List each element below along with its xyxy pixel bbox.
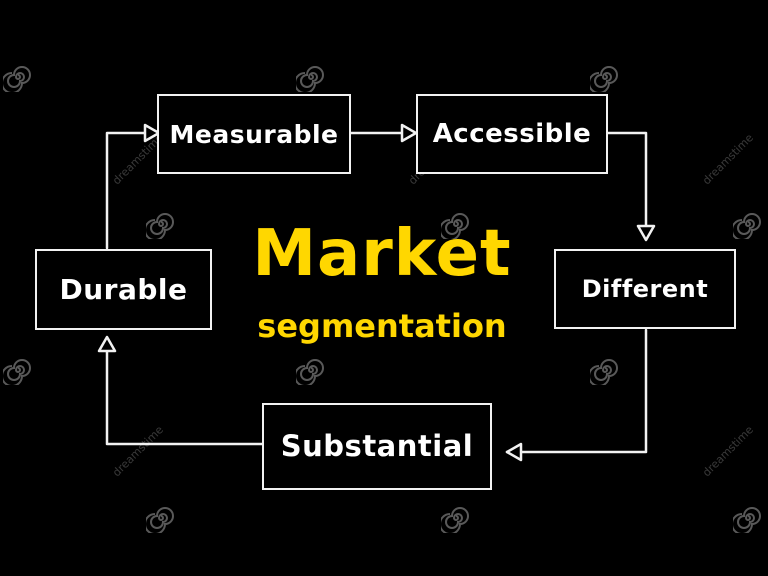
arrowhead-down-icon xyxy=(636,224,656,242)
watermark-spiral-icon xyxy=(590,66,618,92)
connector-accessible-to-different xyxy=(606,131,648,228)
connector-substantial-to-durable xyxy=(105,345,264,446)
watermark-spiral-icon xyxy=(146,507,174,533)
watermark-spiral-icon xyxy=(441,507,469,533)
arrowhead-up-icon xyxy=(97,335,117,353)
connector-durable-to-measurable xyxy=(105,131,147,250)
node-measurable: Measurable xyxy=(157,94,351,174)
arrowhead-left-icon xyxy=(505,442,523,462)
watermark-spiral-icon xyxy=(733,507,761,533)
node-accessible-label: Accessible xyxy=(432,119,592,149)
watermark-spiral-icon xyxy=(3,66,31,92)
connector-different-to-substantial xyxy=(505,328,648,454)
node-durable-label: Durable xyxy=(59,272,188,306)
diagram-subtitle: segmentation xyxy=(257,307,507,345)
node-different-label: Different xyxy=(581,275,709,303)
watermark-spiral-icon xyxy=(441,213,469,239)
diagram-title: Market xyxy=(252,217,512,291)
watermark-spiral-icon xyxy=(733,213,761,239)
watermark-spiral-icon xyxy=(296,359,324,385)
node-durable: Durable xyxy=(35,249,212,330)
node-substantial: Substantial xyxy=(262,403,492,490)
node-measurable-label: Measurable xyxy=(169,119,339,149)
node-accessible: Accessible xyxy=(416,94,608,174)
arrowhead-right-icon xyxy=(400,123,418,143)
node-substantial-label: Substantial xyxy=(280,429,474,463)
watermark-spiral-icon xyxy=(296,66,324,92)
watermark-spiral-icon xyxy=(146,213,174,239)
arrowhead-right-icon xyxy=(143,123,161,143)
node-different: Different xyxy=(554,249,736,329)
watermark-spiral-icon xyxy=(3,359,31,385)
watermark-spiral-icon xyxy=(590,359,618,385)
